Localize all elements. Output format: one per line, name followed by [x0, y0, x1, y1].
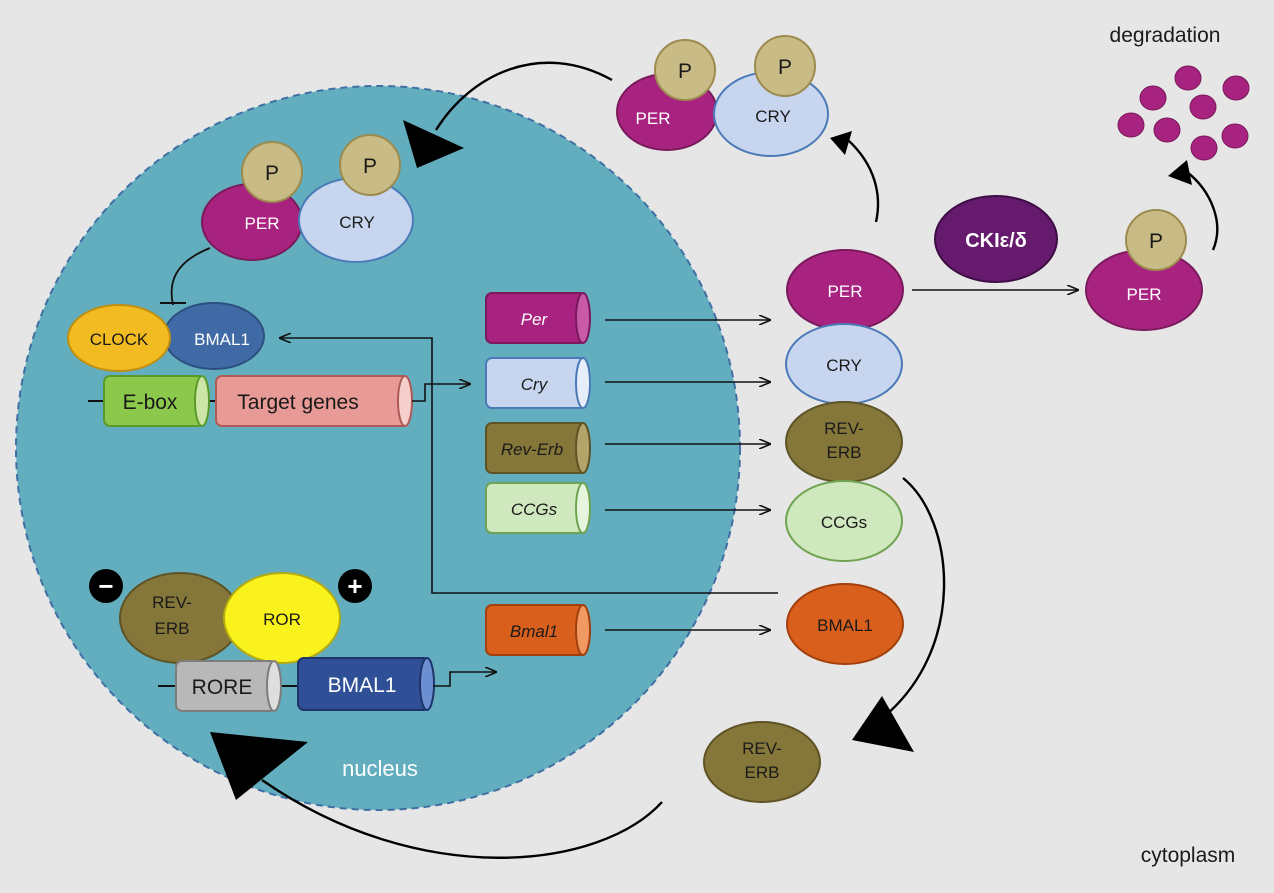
rev-erb-export-curve [879, 477, 946, 721]
rore-element: RORE [175, 660, 282, 712]
phospho-per-cry-complex-cytoplasm: P P PER CRY [616, 35, 829, 157]
degradation-dots-icon [1117, 65, 1250, 161]
protein-cry: CRY [785, 323, 903, 405]
complex-phosphorylation-arrow [847, 139, 880, 223]
ccgs-label: CCGs [821, 513, 867, 532]
plus-label: + [347, 571, 362, 601]
erb-label: ERB [745, 763, 780, 782]
gene-label: Rev-Erb [501, 440, 563, 459]
rev-erb-ror-regulators: REV- ERB ROR [119, 572, 341, 664]
cytoplasm-label: cytoplasm [1141, 844, 1236, 867]
gene-cry: Cry [485, 357, 591, 409]
phospho-label: P [1149, 230, 1163, 253]
clock-label: CLOCK [90, 330, 149, 349]
erb-label: ERB [827, 443, 862, 462]
gene-label: Cry [521, 375, 549, 394]
repressor-minus-icon: − [89, 569, 123, 603]
ror-label: ROR [263, 610, 301, 629]
ckie-label: CKIε/δ [965, 230, 1027, 252]
bmal1-label: BMAL1 [817, 616, 873, 635]
erb-label: ERB [155, 619, 190, 638]
minus-label: − [98, 571, 113, 601]
protein-rev-erb-cytoplasm: REV- ERB [703, 721, 821, 803]
nucleus-label: nucleus [342, 756, 418, 781]
protein-per: PER [786, 249, 904, 331]
arrow-head-icon [852, 696, 914, 752]
target-genes-element: Target genes [215, 375, 413, 427]
arrow-head-icon [1168, 160, 1192, 185]
arrow-head-icon [403, 120, 464, 168]
rev-label: REV- [824, 419, 864, 438]
target-genes-label: Target genes [237, 391, 358, 414]
ebox-element: E-box [103, 375, 210, 427]
phospho-per-cry-complex-nucleus: P P PER CRY [201, 134, 414, 263]
phospho-label: P [265, 162, 279, 185]
per-label: PER [245, 214, 280, 233]
activator-plus-icon: + [338, 569, 372, 603]
bmal1-feedback-line [280, 338, 778, 594]
ebox-label: E-box [123, 391, 178, 414]
transcription-arrow [433, 672, 496, 687]
bmal1-gene-element: BMAL1 [297, 657, 435, 711]
phospho-label: P [678, 60, 692, 83]
bmal1-gene-label: BMAL1 [328, 674, 397, 697]
degradation-label: degradation [1110, 24, 1221, 47]
cry-label: CRY [826, 356, 862, 375]
protein-bmal1: BMAL1 [786, 583, 904, 665]
arrow-head-icon [210, 732, 308, 800]
phospho-label: P [363, 155, 377, 178]
bmal1-label: BMAL1 [194, 330, 250, 349]
protein-rev-erb: REV- ERB [785, 401, 903, 483]
gene-label: CCGs [511, 500, 558, 519]
per-label: PER [828, 282, 863, 301]
nuclear-entry-curve [434, 61, 613, 131]
cry-label: CRY [339, 213, 375, 232]
per-label: PER [1127, 285, 1162, 304]
gene-per: Per [485, 292, 591, 344]
rev-label: REV- [742, 739, 782, 758]
inhibition-line [170, 247, 211, 306]
rore-label: RORE [192, 676, 253, 699]
gene-ccgs: CCGs [485, 482, 591, 534]
clock-bmal1-complex: CLOCK BMAL1 [67, 302, 265, 372]
transcription-arrow [412, 384, 470, 402]
per-label: PER [636, 109, 671, 128]
phospho-per-cytoplasm: P PER [1085, 209, 1203, 331]
phospho-label: P [778, 56, 792, 79]
ckie-kinase: CKIε/δ [934, 195, 1058, 283]
cry-label: CRY [755, 107, 791, 126]
gene-bmal1: Bmal1 [485, 604, 591, 656]
gene-label: Per [521, 310, 549, 329]
gene-label: Bmal1 [510, 622, 558, 641]
rev-erb-import-curve [261, 779, 663, 859]
gene-rev-erb: Rev-Erb [485, 422, 591, 474]
arrow-head-icon [830, 131, 852, 155]
rev-label: REV- [152, 593, 192, 612]
degradation-arrow [1186, 171, 1219, 251]
protein-ccgs: CCGs [785, 480, 903, 562]
